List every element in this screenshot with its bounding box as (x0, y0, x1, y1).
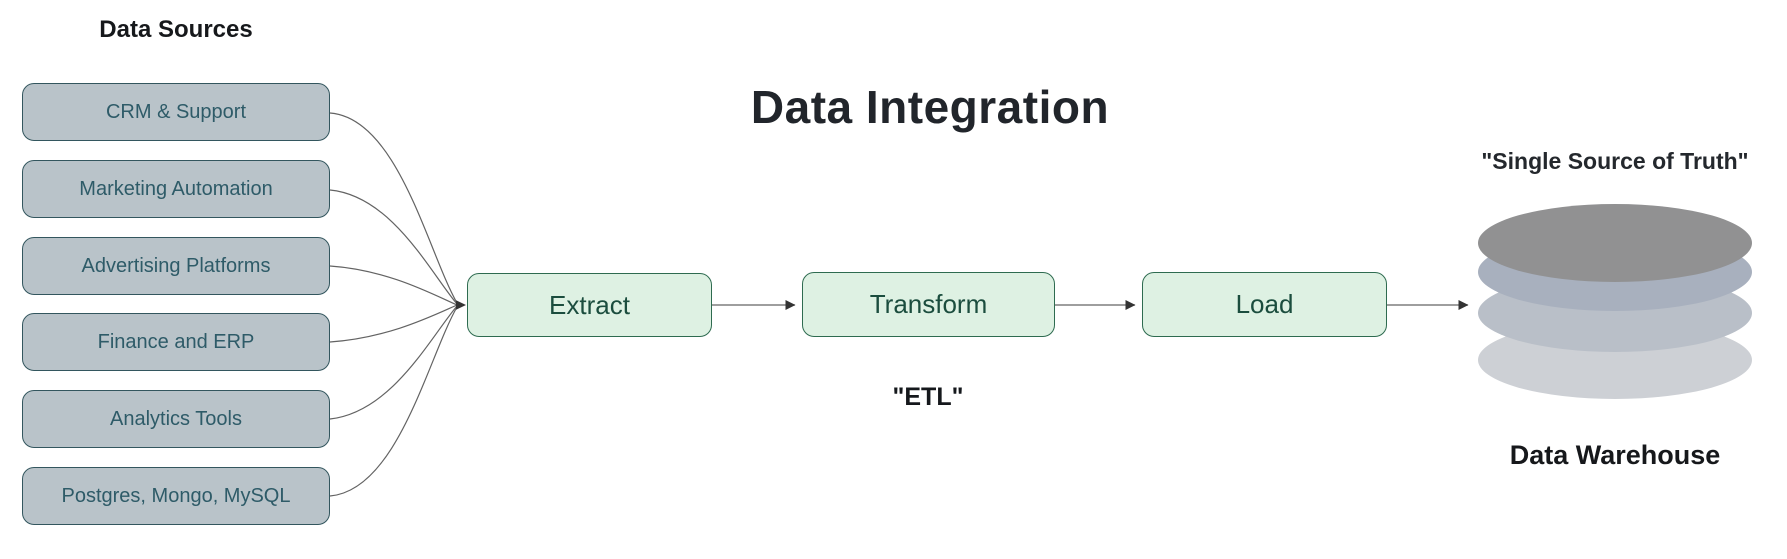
warehouse-label: Data Warehouse (1509, 440, 1721, 470)
source-node-analytics-tools: Analytics Tools (22, 390, 330, 448)
source-node-finance-erp: Finance and ERP (22, 313, 330, 371)
source-node-databases: Postgres, Mongo, MySQL (22, 467, 330, 525)
diagram-title: Data Integration (750, 81, 1110, 133)
database-cylinder-icon (1478, 204, 1752, 399)
source-node-crm-support: CRM & Support (22, 83, 330, 141)
stage-node-extract: Extract (467, 273, 712, 337)
source-node-marketing-automation: Marketing Automation (22, 160, 330, 218)
converge-arrowhead-icon (456, 300, 466, 310)
stage-node-transform: Transform (802, 272, 1055, 337)
source-edges (329, 112, 466, 497)
data-sources-heading: Data Sources (99, 16, 253, 43)
stage-node-load: Load (1142, 272, 1387, 337)
source-node-advertising-platforms: Advertising Platforms (22, 237, 330, 295)
etl-caption: "ETL" (892, 383, 964, 411)
warehouse-quote: "Single Source of Truth" (1481, 148, 1749, 174)
